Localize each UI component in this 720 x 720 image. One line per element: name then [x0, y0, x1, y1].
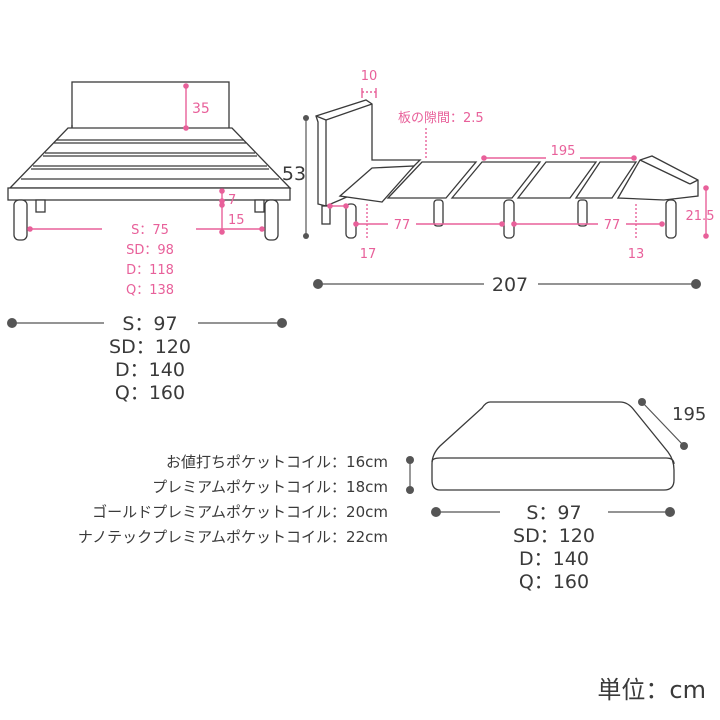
slat-plate-2: [386, 161, 478, 199]
leg-spacing-sd: SD：98: [126, 243, 174, 258]
mattress-body: [431, 401, 675, 491]
side-leg-4: [577, 199, 588, 227]
mattress-width-sd: SD：120: [513, 525, 595, 547]
slat-plate-5: [574, 161, 638, 199]
front-leg-offset-label: 17: [360, 247, 377, 262]
mattress-width-q: Q：160: [519, 571, 589, 593]
slat-gap-label: 板の隙間：2.5: [398, 111, 484, 126]
mattress-thickness-list: お値打ちポケットコイル：16cm プレミアムポケットコイル：18cm ゴールドプ…: [78, 453, 388, 546]
side-leg-3: [503, 199, 515, 239]
leg-span-right-label: 77: [604, 218, 621, 233]
leg-spacing-q: Q：138: [126, 283, 174, 298]
bed-width-q: Q：160: [115, 382, 185, 404]
thickness-option-2: プレミアムポケットコイル：18cm: [152, 478, 388, 496]
thickness-option-3: ゴールドプレミアムポケットコイル：20cm: [92, 503, 388, 521]
thickness-option-1: お値打ちポケットコイル：16cm: [166, 453, 388, 471]
slat-plate-3: [450, 161, 542, 199]
total-height-label: 53: [282, 163, 306, 185]
rear-leg-offset-label: 13: [628, 247, 645, 262]
bed-front-view: 35 7 15 S：75 SD：98 D：118 Q：138: [7, 81, 292, 298]
leg-front-right: [264, 199, 279, 241]
unit-label: 単位：cm: [597, 676, 706, 704]
leg-rear-right: [254, 199, 265, 213]
leg-spacing-d: D：118: [126, 263, 174, 278]
total-length-dimension: 207: [313, 274, 701, 296]
slat-plate-1: [338, 165, 416, 203]
leg-rear-left: [35, 199, 46, 213]
bed-side-view: 10 板の隙間：2.5 53 195 77 77 17 13 21.5: [282, 69, 715, 262]
bed-width-dimension: S：97 SD：120 D：140 Q：160: [7, 313, 287, 404]
side-leg-2: [433, 199, 444, 227]
frame-height-label: 7: [228, 193, 236, 208]
bed-width-d: D：140: [115, 359, 185, 381]
foot-height-label: 21.5: [686, 209, 715, 224]
mattress-width-d: D：140: [519, 548, 589, 570]
leg-spacing-s: S：75: [131, 223, 169, 238]
head-thickness-label: 10: [361, 69, 378, 84]
slat-length-label: 195: [551, 144, 576, 159]
leg-front-left: [13, 199, 28, 241]
leg-span-left-label: 77: [394, 218, 411, 233]
headboard-front: [71, 81, 230, 135]
total-length-label: 207: [492, 274, 528, 296]
side-leg-head: [321, 205, 331, 225]
mattress-length-label: 195: [672, 404, 706, 425]
frame-band: [7, 187, 291, 201]
slat-plate-4: [516, 161, 598, 199]
mattress-width-s: S：97: [526, 502, 581, 524]
bed-width-sd: SD：120: [109, 336, 191, 358]
mattress-view: 195 S：97 SD：120 D：140 Q：160: [406, 398, 706, 593]
bed-width-s: S：97: [122, 313, 177, 335]
side-leg-1: [345, 203, 357, 239]
headboard-height-label: 35: [192, 101, 210, 117]
leg-clearance-label: 15: [228, 213, 245, 228]
thickness-option-4: ナノテックプレミアムポケットコイル：22cm: [78, 528, 388, 546]
side-leg-5: [665, 199, 677, 239]
